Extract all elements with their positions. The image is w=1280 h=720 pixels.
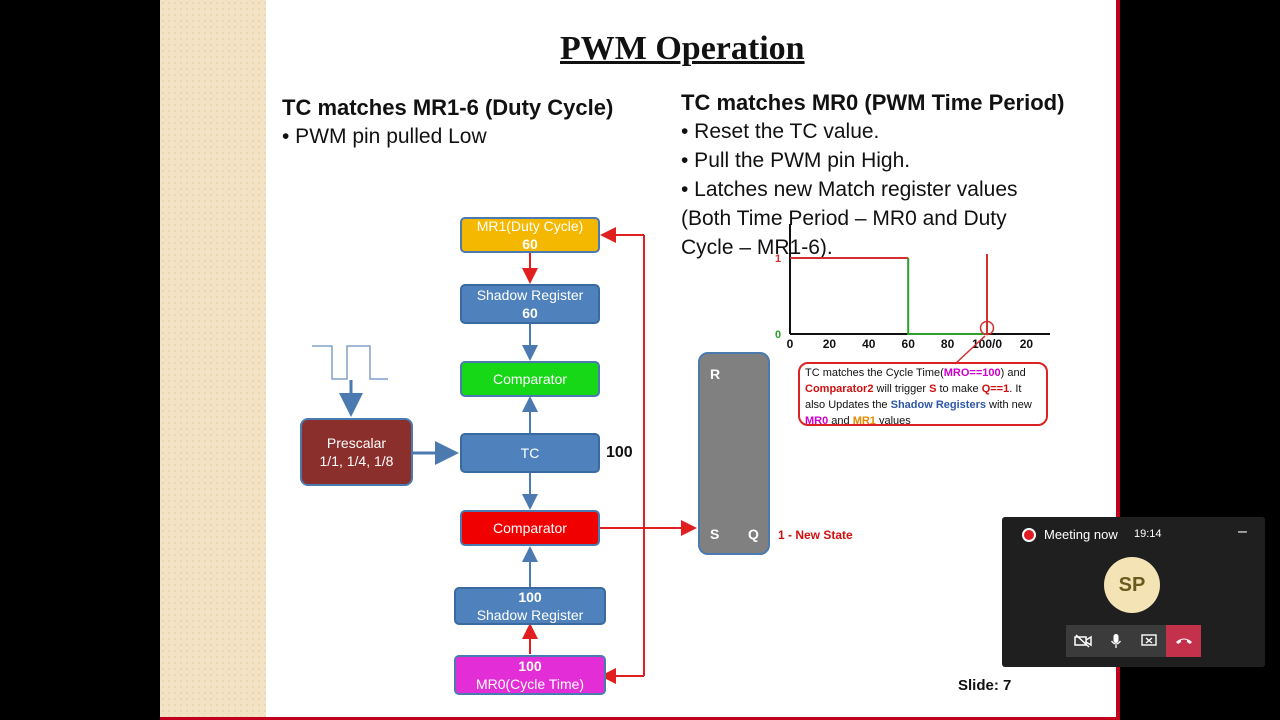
right-text: TC matches MR0 (PWM Time Period) • Reset… [681,88,1064,262]
slide-border [1116,0,1120,720]
right-bullet-5: Cycle – MR1-6). [681,236,833,259]
diagram-connectors [312,227,697,684]
chart-x-tick-label: 20 [823,337,837,351]
slide: PWM Operation TC matches MR1-6 (Duty Cyc… [160,0,1120,720]
new-state-label: 1 - New State [778,528,853,542]
slide-title: PWM Operation [560,30,805,67]
right-bullet-1: • Reset the TC value. [681,120,880,143]
chart-y-tick-label: 1 [775,253,781,265]
chart-x-tick-label: 40 [862,337,876,351]
annotation-text: TC matches the Cycle Time( [805,367,944,379]
prescalar-values: 1/1, 1/4, 1/8 [319,453,394,469]
right-heading: TC matches MR0 (PWM Time Period) [681,90,1065,115]
chart-y-tick-label: 0 [775,329,781,341]
annotation-shadow-registers: Shadow Registers [890,399,986,411]
shadow-register-bottom: 100 Shadow Register [454,587,606,625]
annotation-text: and [828,415,853,427]
share-screen-button[interactable] [1132,625,1166,657]
comparator-bottom: Comparator [460,510,600,546]
annotation-text: to make [936,383,982,395]
slide-border-bottom [160,717,1120,720]
shadow-bottom-value: 100 [518,589,542,605]
right-bullet-2: • Pull the PWM pin High. [681,149,911,172]
microphone-icon [1110,634,1122,648]
left-bullet: • PWM pin pulled Low [282,125,487,148]
slide-number: Slide: 7 [958,677,1012,694]
comparator-top: Comparator [460,361,600,397]
left-text: TC matches MR1-6 (Duty Cycle) • PWM pin … [282,93,613,151]
chart-period-circle [979,320,995,336]
tc-block: TC [460,433,600,473]
comparator-bottom-label: Comparator [493,520,567,536]
annotation-text: values [875,415,911,427]
comparator-top-label: Comparator [493,371,567,387]
right-bullet-4: (Both Time Period – MR0 and Duty [681,207,1007,230]
mr0-value: 100 [518,658,542,674]
stop-share-icon [1141,634,1157,646]
mr1-label: MR1(Duty Cycle) [476,218,584,234]
meeting-panel[interactable]: Meeting now 19:14 – SP [1002,517,1265,667]
annotation-q: Q==1 [981,383,1010,395]
mr0-label: MR0(Cycle Time) [475,676,585,692]
annotation-comparator2: Comparator2 [805,383,874,395]
camera-off-icon [1074,634,1092,648]
ff-s-label: S [710,526,720,542]
mr1-duty-cycle-register: MR1(Duty Cycle) 60 [460,217,600,253]
chart-series-line-2 [907,258,987,335]
ff-r-label: R [710,366,721,382]
annotation-text: will trigger [873,383,930,395]
hang-up-icon [1175,638,1192,644]
annotation-box: TC matches the Cycle Time(MRO==100) and … [798,362,1048,427]
shadow-top-label: Shadow Register [476,287,584,303]
annotation-text: ) and [1000,367,1026,379]
annotation-mr0: MR0 [805,415,829,427]
recording-icon [1022,528,1036,542]
minimize-button[interactable]: – [1238,523,1247,540]
avatar: SP [1104,557,1160,613]
shadow-register-top: Shadow Register 60 [460,284,600,324]
decorative-strip [160,0,266,720]
tc-value: 100 [606,444,633,461]
ff-q-label: Q [748,526,759,542]
annotation-text: also Updates the [805,399,891,411]
annotation-mr1: MR1 [852,415,876,427]
meeting-status: Meeting now [1044,527,1118,542]
chart-x-tick-label: 80 [941,337,955,351]
annotation-s: S [929,383,937,395]
mr0-cycle-time-register: 100 MR0(Cycle Time) [454,655,606,695]
right-bullet-3: • Latches new Match register values [681,178,1018,201]
chart-x-tick-label: 0 [787,337,794,351]
annotation-text: . It [1009,383,1022,395]
meeting-time: 19:14 [1134,528,1162,540]
prescalar-block: Prescalar 1/1, 1/4, 1/8 [300,418,413,486]
annotation-mr0-eq: MRO==100 [943,367,1001,379]
chart-annotation-pointer [954,335,986,365]
annotation-text: with new [985,399,1032,411]
sr-flip-flop: R S Q [698,352,770,555]
prescalar-label: Prescalar [326,435,387,451]
tc-label: TC [520,445,540,461]
hang-up-button[interactable] [1166,625,1201,657]
chart-x-tick-label: 60 [902,337,916,351]
shadow-top-value: 60 [522,305,538,321]
microphone-button[interactable] [1100,625,1132,657]
left-heading: TC matches MR1-6 (Duty Cycle) [282,95,614,120]
mr1-value: 60 [522,236,538,252]
chart-x-tick-label: 20 [1020,337,1034,351]
shadow-bottom-label: Shadow Register [476,607,584,623]
camera-off-button[interactable] [1066,625,1100,657]
